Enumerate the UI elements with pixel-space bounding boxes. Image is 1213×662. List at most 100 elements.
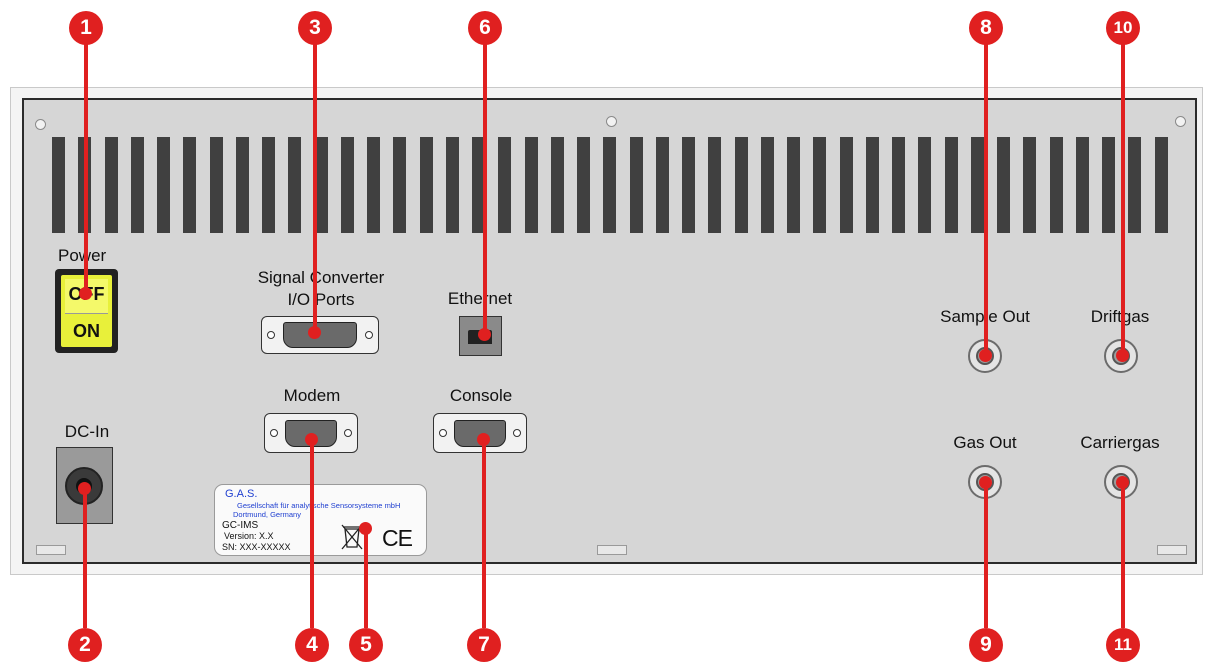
vent-slot [262,137,275,233]
vent-slot [1102,137,1115,233]
vent-slot [210,137,223,233]
vent-slot [131,137,144,233]
vent-slot [1076,137,1089,233]
vent-slot [866,137,879,233]
vent-slot [708,137,721,233]
callout-line-8 [984,30,988,355]
vent-slot [1128,137,1141,233]
callout-line-5 [364,528,368,628]
signal-converter-label-line1: Signal Converter [257,268,385,287]
nameplate-location: Dortmund, Germany [233,510,301,519]
nameplate-serial: SN: XXX-XXXXX [222,542,291,552]
callout-dot-6 [478,328,491,341]
ce-mark: CE [382,525,413,551]
vent-slot [682,137,695,233]
callout-dot-11 [1116,476,1129,489]
carriergas-label: Carriergas [1080,433,1160,452]
vent-slot [813,137,826,233]
nameplate-version: Version: X.X [224,531,274,541]
callout-line-1 [84,30,88,294]
callout-dot-3 [308,326,321,339]
vent-slot [630,137,643,233]
vent-slot [157,137,170,233]
callout-badge-8: 8 [969,11,1003,45]
vent-slot [656,137,669,233]
vent-slot [1023,137,1036,233]
callout-dot-4 [305,433,318,446]
vent-slot [735,137,748,233]
callout-dot-9 [979,476,992,489]
signal-converter-label-line2: I/O Ports [287,290,355,309]
callout-badge-3: 3 [298,11,332,45]
vent-slot [945,137,958,233]
gas-out-label: Gas Out [953,433,1017,452]
vent-slot [183,137,196,233]
callout-line-7 [482,440,486,628]
vent-slot [341,137,354,233]
vent-slot [420,137,433,233]
callout-badge-4: 4 [295,628,329,662]
vent-slot [1155,137,1168,233]
callout-dot-8 [979,349,992,362]
nameplate-company: G.A.S. [225,488,258,500]
foot-left [36,545,66,555]
vent-slot [997,137,1010,233]
vent-slot [918,137,931,233]
callout-line-2 [83,488,87,628]
vent-slot [525,137,538,233]
vent-slot [840,137,853,233]
power-label: Power [58,246,107,265]
nameplate-product: GC-IMS [222,520,259,531]
vent-slot [551,137,564,233]
mounting-hole-left [35,119,46,130]
vent-slot [577,137,590,233]
callout-line-3 [313,30,317,333]
callout-badge-10: 10 [1106,11,1140,45]
foot-right [1157,545,1187,555]
callout-badge-2: 2 [68,628,102,662]
callout-line-9 [984,482,988,628]
console-port[interactable] [433,413,527,453]
mounting-hole-center [606,116,617,127]
vent-slot [236,137,249,233]
vent-slot [892,137,905,233]
callout-dot-10 [1116,349,1129,362]
vent-slot [498,137,511,233]
weee-bin-icon [341,524,363,550]
callout-dot-7 [477,433,490,446]
callout-line-4 [310,440,314,628]
driftgas-label: Driftgas [1090,307,1150,326]
callout-badge-9: 9 [969,628,1003,662]
vent-slot [52,137,65,233]
nameplate-company-full: Gesellschaft für analytische Sensorsyste… [237,501,401,510]
callout-badge-5: 5 [349,628,383,662]
foot-center [597,545,627,555]
callout-badge-1: 1 [69,11,103,45]
vent-slot [971,137,984,233]
callout-line-10 [1121,30,1125,355]
vent-slot [367,137,380,233]
switch-on-label: ON [73,321,100,341]
vent-slot [446,137,459,233]
callout-dot-2 [78,482,91,495]
vent-slot [393,137,406,233]
callout-badge-11: 11 [1106,628,1140,662]
vent-slot [472,137,485,233]
callout-dot-5 [359,522,372,535]
vent-slot [787,137,800,233]
vent-slot [288,137,301,233]
mounting-hole-right [1175,116,1186,127]
console-label: Console [449,386,513,405]
vent-slot [315,137,328,233]
nameplate: G.A.S. Gesellschaft für analytische Sens… [214,484,427,556]
callout-line-6 [483,30,487,335]
callout-dot-1 [79,287,92,300]
callout-badge-6: 6 [468,11,502,45]
ethernet-label: Ethernet [447,289,513,308]
vent-slot [603,137,616,233]
dc-in-label: DC-In [64,422,110,441]
vent-slot [761,137,774,233]
vent-slot [105,137,118,233]
modem-label: Modem [283,386,341,405]
vent-slot [1050,137,1063,233]
